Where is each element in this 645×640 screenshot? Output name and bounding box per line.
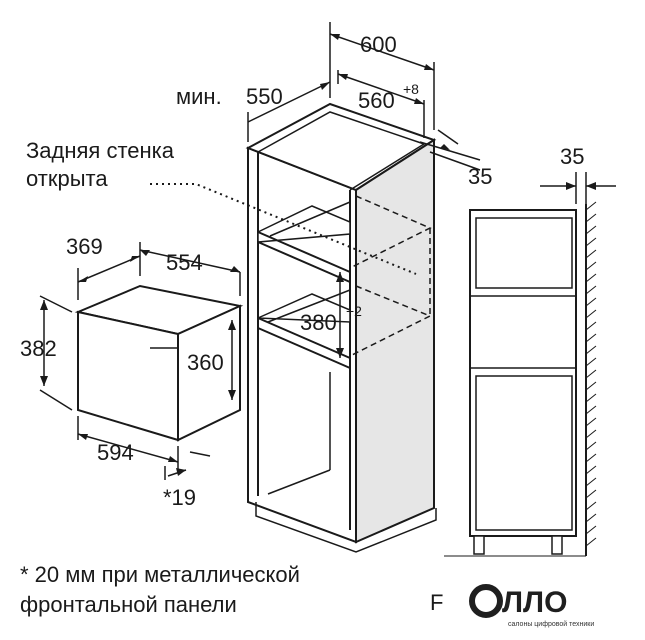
side-view-lower-compartment bbox=[475, 375, 573, 531]
dim-niche-height: 380 bbox=[300, 310, 337, 335]
wall-gap-dimension bbox=[540, 172, 616, 204]
dim-niche-depth: 560 bbox=[358, 88, 395, 113]
dim-cabinet-depth-min-prefix: мин. bbox=[176, 84, 222, 109]
appliance-door-rim bbox=[150, 347, 179, 430]
logo-ring-icon bbox=[469, 584, 503, 618]
appliance-arrowheads bbox=[40, 250, 240, 476]
dim-appliance-inner-height: 360 bbox=[187, 350, 224, 375]
footnote-line1: * 20 мм при металлической bbox=[20, 562, 300, 587]
corner-letter: F bbox=[430, 590, 443, 615]
appliance-drawing bbox=[74, 284, 244, 442]
wall-gap-arrowheads bbox=[566, 182, 596, 190]
brand-logo: ЛЛО салоны цифровой техники bbox=[469, 584, 594, 628]
cabinet-inner-top bbox=[257, 111, 426, 191]
logo-wordmark: ЛЛО bbox=[502, 586, 567, 619]
appliance-dimension-lines bbox=[39, 242, 241, 480]
niche-dashed-outline bbox=[349, 195, 432, 357]
dim-appliance-width: 594 bbox=[97, 440, 134, 465]
dim-front-offset: *19 bbox=[163, 485, 196, 510]
side-view-drawing bbox=[444, 201, 597, 557]
dim-niche-depth-tolerance: +8 bbox=[403, 81, 419, 97]
dim-cabinet-depth-min: 550 bbox=[246, 84, 283, 109]
rear-wall-label-line2: открыта bbox=[26, 166, 108, 191]
rear-wall-pointer bbox=[150, 183, 417, 275]
cabinet-drawing bbox=[245, 102, 437, 553]
dim-niche-height-tolerance: +2 bbox=[346, 303, 362, 319]
cabinet-side-face bbox=[355, 138, 435, 544]
appliance-side-face bbox=[77, 310, 179, 442]
logo-tagline: салоны цифровой техники bbox=[508, 620, 594, 628]
wall-hatching bbox=[585, 201, 597, 547]
dim-appliance-inner-depth: 554 bbox=[166, 250, 203, 275]
dim-wall-gap: 35 bbox=[560, 144, 584, 169]
dim-appliance-depth: 369 bbox=[66, 234, 103, 259]
cabinet-dimension-lines bbox=[247, 22, 481, 358]
side-view-back-leg bbox=[551, 535, 563, 555]
dim-cabinet-width: 600 bbox=[360, 32, 397, 57]
side-view-front-leg bbox=[473, 535, 485, 555]
dim-appliance-height: 382 bbox=[20, 336, 57, 361]
cabinet-arrowheads bbox=[320, 34, 450, 358]
cabinet-upper-shelf bbox=[257, 205, 351, 243]
rear-wall-label-line1: Задняя стенка bbox=[26, 138, 175, 163]
footnote-line2: фронтальной панели bbox=[20, 592, 237, 617]
side-view-upper-compartment bbox=[475, 217, 573, 289]
dim-side-gap: 35 bbox=[468, 164, 492, 189]
